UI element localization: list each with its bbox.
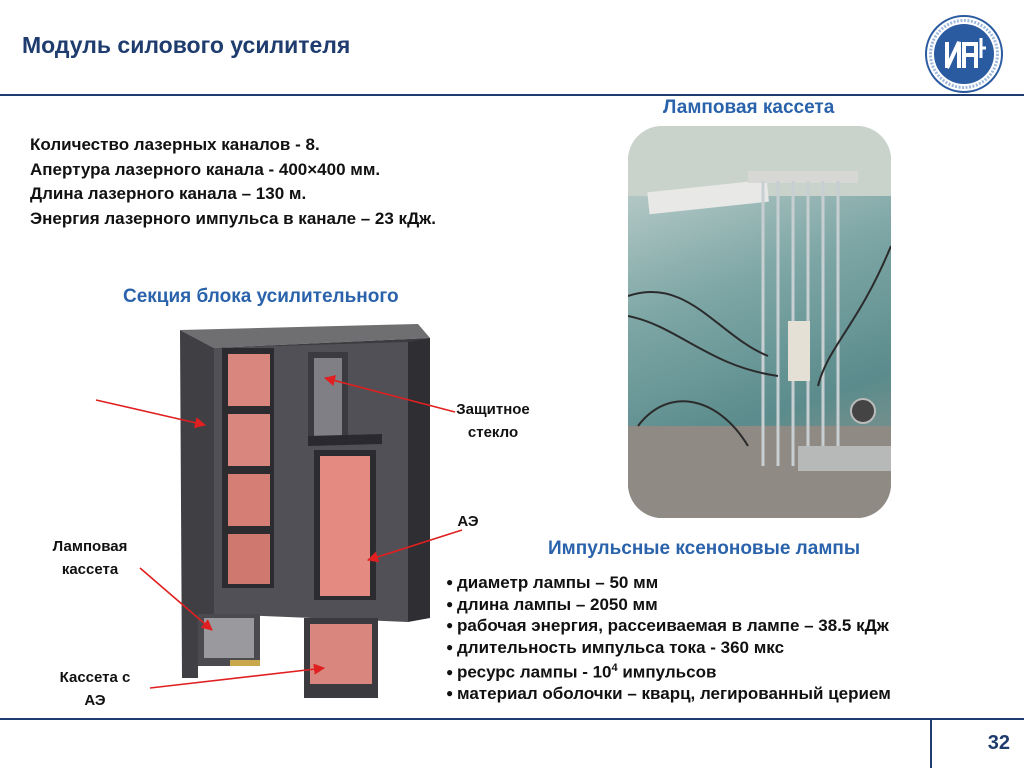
slide-title: Модуль силового усилителя — [22, 32, 351, 58]
bullet-icon: ● — [446, 664, 454, 679]
lamp-specs-list: ●диаметр лампы – 50 мм ●длина лампы – 20… — [446, 572, 891, 705]
bullet-icon: ● — [446, 596, 454, 611]
bottom-divider — [0, 718, 1024, 720]
callout-ae-cassette: Кассета с АЭ — [40, 666, 150, 712]
callout-lamp-cassette-line1: Ламповая — [52, 538, 128, 555]
list-item: ●длительность импульса тока - 360 мкс — [446, 637, 785, 657]
section-heading: Секция блока усилительного — [123, 286, 399, 307]
callout-protective-glass-line1: Защитное — [456, 401, 530, 418]
exponent: 4 — [611, 662, 618, 674]
callout-protective-glass-line2: стекло — [467, 424, 519, 441]
list-item: ●материал оболочки – кварц, легированный… — [446, 684, 891, 704]
callout-protective-glass: Защитное стекло — [446, 398, 540, 444]
list-item: ●диаметр лампы – 50 мм — [446, 573, 659, 592]
callout-ae: АЭ — [457, 513, 479, 530]
bullet-icon: ● — [446, 618, 454, 632]
bullet-icon: ● — [446, 686, 454, 701]
spec-channel-length: Длина лазерного канала – 130 м. — [30, 184, 307, 203]
lamps-heading: Импульсные ксеноновые лампы — [548, 538, 861, 559]
photo-heading: Ламповая кассета — [663, 97, 835, 118]
list-item: ●длина лампы – 2050 мм — [446, 594, 658, 614]
bullet-icon: ● — [446, 639, 454, 654]
list-item: ●ресурс лампы - 104 импульсов — [446, 662, 717, 682]
spec-pulse-energy: Энергия лазерного импульса в канале – 23… — [30, 208, 436, 228]
top-divider — [0, 94, 1024, 96]
list-item: ●рабочая энергия, рассеиваемая в лампе –… — [446, 616, 889, 635]
amplifier-section-drawing — [168, 318, 448, 704]
callout-lamp-cassette-line2: кассета — [61, 561, 119, 578]
institute-logo-icon — [924, 14, 1004, 94]
bullet-icon: ● — [446, 575, 454, 589]
callout-lamp-cassette: Ламповая кассета — [30, 535, 150, 581]
spec-channel-count: Количество лазерных каналов - 8. — [30, 135, 320, 154]
lamp-cassette-photo — [628, 126, 891, 518]
page-number-divider — [930, 718, 932, 768]
callout-ae-cassette-line1: Кассета с — [59, 669, 131, 686]
callout-ae-cassette-line2: АЭ — [84, 692, 106, 709]
page-number: 32 — [987, 732, 1010, 754]
spec-aperture: Апертура лазерного канала - 400×400 мм. — [30, 159, 381, 179]
specs-list: Количество лазерных каналов - 8. Апертур… — [30, 133, 436, 231]
